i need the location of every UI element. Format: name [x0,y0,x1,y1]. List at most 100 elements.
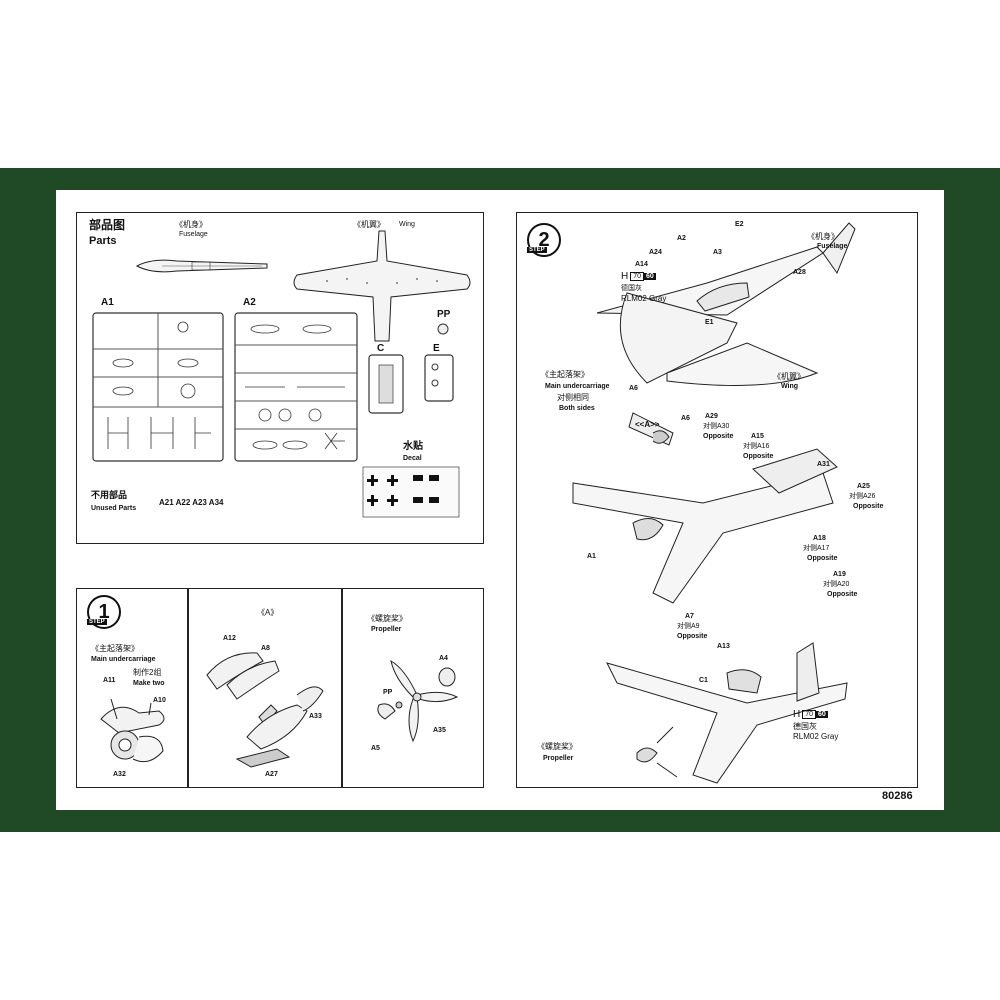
wing-label-cn: 《机翼》 [353,220,385,229]
decal-label-en: Decal [403,455,422,462]
step2-part-a31: A31 [817,461,830,468]
sprue-c-drawing [368,354,404,414]
step2-both-en: Both sides [559,405,595,412]
step2-part-a26: 对侧A26 [849,493,876,500]
step2-part-a7: A7 [685,613,694,620]
unused-label-cn: 不用部品 [91,490,128,500]
subA-title: 《A》 [257,608,279,617]
step2-fuselage-cn: 《机身》 [807,232,839,241]
step2-paint-callout-2: H 70 60 [793,709,828,720]
propeller-part-a4: A4 [439,655,448,662]
step2-part-a3: A3 [713,249,722,256]
step2-a16-opposite: Opposite [743,453,774,460]
parts-title-cn: 部品图 [89,218,126,232]
step1-word: STEP [87,619,107,625]
step1-part-a11: A11 [103,677,116,684]
step2-a9-opposite: Opposite [677,633,708,640]
wing-drawing [293,230,471,342]
step2-part-a19: A19 [833,571,846,578]
unused-label-en: Unused Parts [91,505,137,512]
paint2-code2: 60 [816,711,828,718]
step2-part-c1: C1 [699,677,708,684]
step2-part-a28: A28 [793,269,806,276]
step2-part-e2: E2 [735,221,744,228]
step2-fuselage-drawing [596,222,856,386]
subA-part-a12: A12 [223,635,236,642]
step2-final-assembly-drawing [606,642,848,784]
step2-word: STEP [527,247,547,253]
step2-main-uc-cn: 《主起落架》 [541,370,589,379]
sprue-a2-drawing [234,312,358,462]
paint2-code1: 70 [802,710,817,719]
step1-title-en: Main undercarriage [91,656,156,663]
step2-part-a18: A18 [813,535,826,542]
propeller-title-en: Propeller [371,626,402,633]
part-pp-drawing [437,323,449,335]
propeller-part-a5: A5 [371,745,380,752]
step2-wing-cn: 《机翼》 [773,372,805,381]
sprue-a1-label: A1 [101,297,114,308]
step1-make-en: Make two [133,680,165,687]
kit-number: 80286 [882,790,913,802]
propeller-part-pp: PP [383,689,393,696]
step2-part-a25: A25 [857,483,870,490]
decal-sheet-drawing [362,466,460,518]
step2-a20-opposite: Opposite [827,591,858,598]
step2-part-e1: E1 [705,319,714,326]
sprue-a2-label: A2 [243,297,256,308]
parts-panel: 部品图 Parts 《机身》 Fuselage 《机翼》 Wing A1 A2 [76,212,484,544]
paint1-name-en: RLM02 Gray [621,294,667,303]
propeller-title-cn: 《螺旋桨》 [367,614,407,623]
parts-title-en: Parts [89,235,117,247]
sprue-c-label: C [377,343,385,354]
paint2-name-cn: 德国灰 [793,722,817,731]
propeller-drawing [377,660,459,743]
step2-wing-assembly-drawing [572,412,838,604]
step2-main-uc-en: Main undercarriage [545,383,610,390]
step2-sub-a-label: <<A>> [635,420,660,429]
step2-part-a2: A2 [677,235,686,242]
subA-drawing [206,652,324,768]
step2-part-a6-lower: A6 [681,415,690,422]
step2-part-a15: A15 [751,433,764,440]
step1-undercarriage-drawing [100,698,165,763]
subA-part-a8: A8 [261,645,270,652]
step2-propeller-cn: 《螺旋桨》 [537,742,577,751]
step2-part-a17: 对侧A17 [803,545,830,552]
step2-a17-opposite: Opposite [807,555,838,562]
step2-part-a9: 对侧A9 [677,623,700,630]
step1-make-cn: 制作2组 [133,668,162,677]
wing-label-en: Wing [399,221,415,228]
step2-part-a29: A29 [705,413,718,420]
fuselage-label-cn: 《机身》 [175,220,207,229]
step2-propeller-en: Propeller [543,755,574,762]
step2-part-a1: A1 [587,553,596,560]
step1-part-a32: A32 [113,771,126,778]
step2-part-a20: 对侧A20 [823,581,850,588]
paint2-letter: H [793,709,801,720]
step2-part-a30: 对侧A30 [703,423,730,430]
subA-part-a33: A33 [309,713,322,720]
step2-paint-callout-1: H 70 60 [621,271,656,282]
step2-panel: 2 STEP 《机身》 Fuselage A2 E2 A24 A3 A14 A2… [516,212,918,788]
step2-fuselage-en: Fuselage [817,243,848,250]
sprue-e-label: E [433,343,440,354]
step2-part-a24: A24 [649,249,662,256]
paint1-name-cn: 德国灰 [621,285,642,292]
paint1-code2: 60 [644,273,656,280]
fuselage-drawing [135,259,268,273]
subA-part-a27: A27 [265,771,278,778]
step1-title-cn: 《主起落架》 [91,644,139,653]
step2-part-a6-upper: A6 [629,385,638,392]
unused-parts-list: A21 A22 A23 A34 [159,498,224,507]
paint2-name-en: RLM02 Gray [793,732,839,741]
step1-part-a10: A10 [153,697,166,704]
paint1-code1: 70 [630,272,645,281]
paint1-letter: H [621,271,629,282]
step2-part-a16: 对侧A16 [743,443,770,450]
propeller-part-a35: A35 [433,727,446,734]
decal-label-cn: 水贴 [403,441,423,452]
sprue-a1-drawing [92,312,224,462]
step2-part-a13: A13 [717,643,730,650]
step2-a30-opposite: Opposite [703,433,734,440]
